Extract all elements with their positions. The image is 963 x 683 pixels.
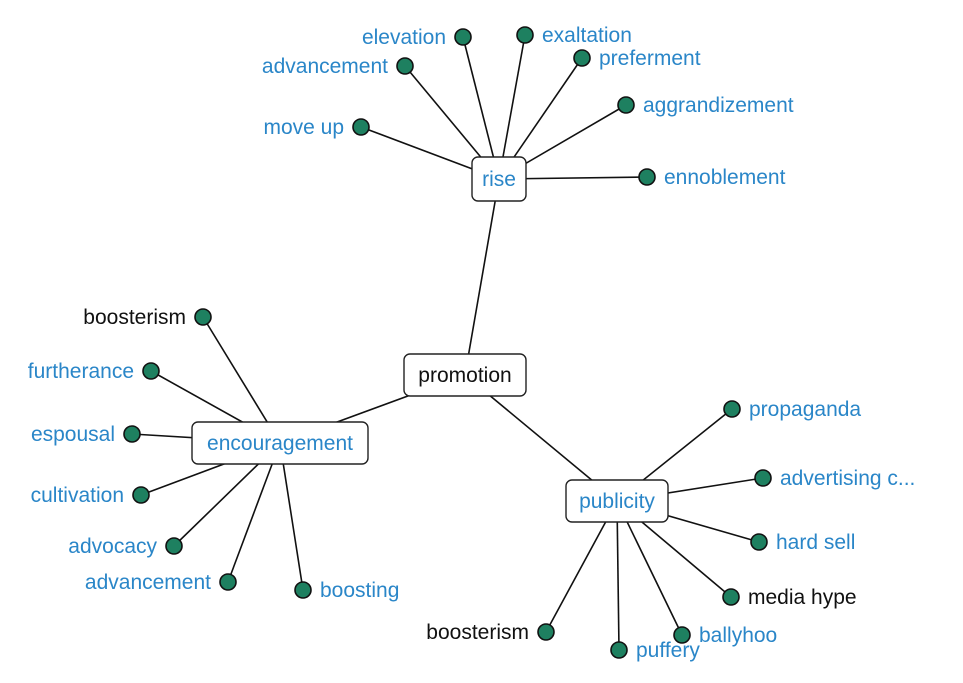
leaf-dot[interactable] [617,96,635,114]
leaf-label[interactable]: puffery [636,639,700,662]
leaf-publicity-2[interactable]: hard sell [750,531,855,554]
hub-node-publicity-label: publicity [579,490,655,513]
leaf-dot[interactable] [673,626,691,644]
hub-node-rise[interactable]: rise [471,156,527,202]
leaf-encouragement-3[interactable]: cultivation [31,484,150,507]
leaf-rise-5[interactable]: move up [263,116,370,139]
leaf-dot[interactable] [352,118,370,136]
leaf-label[interactable]: ballyhoo [699,624,777,647]
leaf-dot[interactable] [132,486,150,504]
leaf-encouragement-4[interactable]: advocacy [68,535,183,558]
leaf-label[interactable]: propaganda [749,398,861,421]
leaf-label[interactable]: boosting [320,579,399,602]
leaf-label[interactable]: advocacy [68,535,157,558]
leaf-dot[interactable] [165,537,183,555]
leaf-dot[interactable] [573,49,591,67]
leaf-dot[interactable] [723,400,741,418]
leaf-dot[interactable] [294,581,312,599]
leaf-label[interactable]: espousal [31,423,115,446]
leaf-dot[interactable] [537,623,555,641]
leaf-rise-3[interactable]: advancement [262,55,414,78]
leaf-label[interactable]: elevation [362,26,446,49]
leaf-publicity-6[interactable]: boosterism [426,621,555,644]
edges-layer [131,34,764,651]
leaf-label[interactable]: furtherance [28,360,134,383]
edge-rise-0 [462,36,500,180]
hub-node-rise-box [471,156,527,202]
leaf-label[interactable]: advancement [85,571,211,594]
edge-publicity-5 [616,500,620,651]
leaf-label[interactable]: exaltation [542,24,632,47]
hub-node-rise-label: rise [482,168,516,191]
leaf-encouragement-1[interactable]: furtherance [28,360,160,383]
leaf-encouragement-0[interactable]: boosterism [83,306,212,329]
leaf-dot[interactable] [219,573,237,591]
leaf-publicity-0[interactable]: propaganda [723,398,861,421]
leaf-dot[interactable] [750,533,768,551]
hubs-layer: promotion rise encouragement publicity [191,156,669,523]
leaf-dot[interactable] [722,588,740,606]
leaf-publicity-1[interactable]: advertising c... [754,467,915,490]
leaf-rise-1[interactable]: exaltation [516,24,632,47]
leaf-rise-4[interactable]: aggrandizement [617,94,794,117]
hub-node-encouragement-label: encouragement [207,432,353,455]
leaf-label[interactable]: move up [263,116,344,139]
leaf-publicity-3[interactable]: media hype [722,586,857,609]
leaf-label[interactable]: hard sell [776,531,855,554]
leaf-dot[interactable] [610,641,628,659]
leaf-label: media hype [748,586,857,609]
leaf-encouragement-5[interactable]: advancement [85,571,237,594]
leaf-label[interactable]: cultivation [31,484,124,507]
hub-node-encouragement[interactable]: encouragement [191,421,369,465]
leaf-label[interactable]: ennoblement [664,166,786,189]
hub-node-publicity[interactable]: publicity [565,479,669,523]
edge-publicity-4 [616,500,683,636]
leaf-dot[interactable] [638,168,656,186]
root-node-promotion[interactable]: promotion [403,353,527,397]
hub-node-publicity-box [565,479,669,523]
leaf-dot[interactable] [123,425,141,443]
leaf-publicity-5[interactable]: puffery [610,639,700,662]
leaf-encouragement-6[interactable]: boosting [294,579,399,602]
hub-node-encouragement-box [191,421,369,465]
edge-root-rise [464,178,500,376]
leaf-label[interactable]: advertising c... [780,467,915,490]
root-node-promotion-label: promotion [418,364,511,387]
leaf-label[interactable]: preferment [599,47,701,70]
leaf-label: boosterism [426,621,529,644]
leaf-rise-2[interactable]: preferment [573,47,701,70]
leaf-dot[interactable] [454,28,472,46]
leaf-dot[interactable] [516,26,534,44]
edge-publicity-6 [545,500,618,633]
edge-encouragement-6 [279,442,304,591]
leaf-dot[interactable] [396,57,414,75]
root-node-promotion-box [403,353,527,397]
edge-encouragement-5 [227,442,281,583]
leaf-dot[interactable] [194,308,212,326]
leaf-dot[interactable] [142,362,160,380]
leaf-label: boosterism [83,306,186,329]
leaf-rise-0[interactable]: elevation [362,26,472,49]
leaf-publicity-4[interactable]: ballyhoo [673,624,777,647]
edge-rise-1 [498,34,526,180]
leaf-dot[interactable] [754,469,772,487]
leaf-encouragement-2[interactable]: espousal [31,423,141,446]
leaf-rise-6[interactable]: ennoblement [638,166,786,189]
leaf-label[interactable]: advancement [262,55,388,78]
leaf-label[interactable]: aggrandizement [643,94,794,117]
